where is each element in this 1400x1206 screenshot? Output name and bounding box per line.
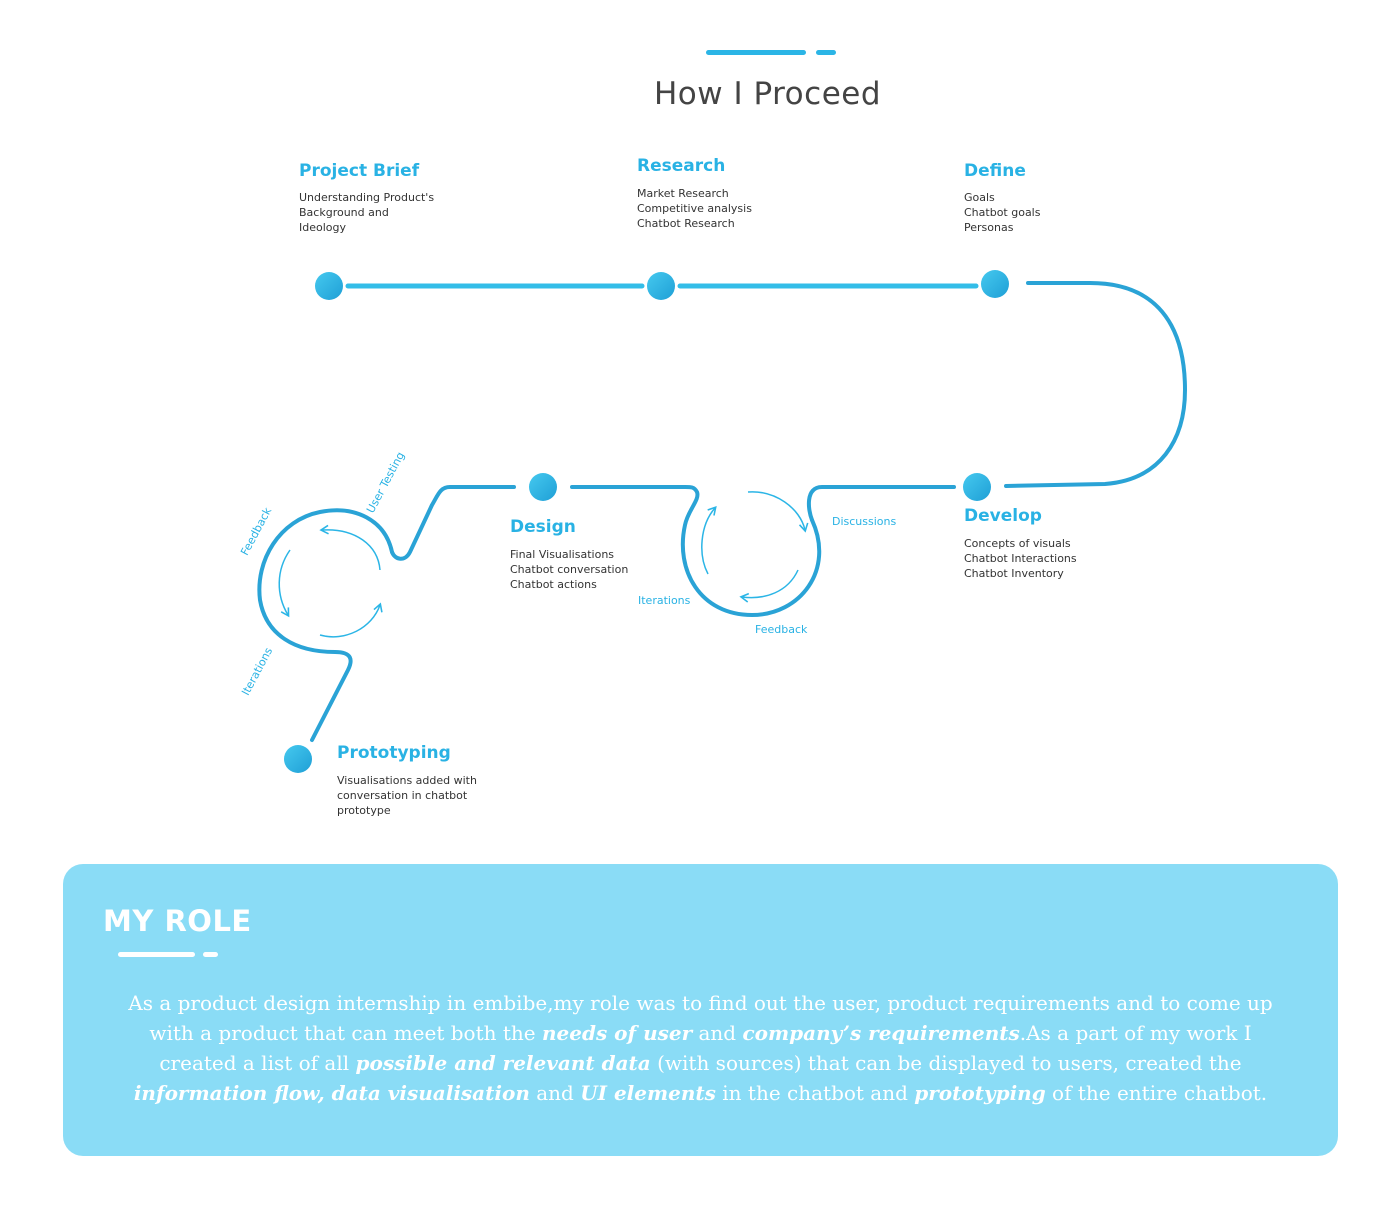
node-develop bbox=[963, 473, 991, 501]
role-text-segment: As a product design internship in embibe… bbox=[128, 991, 1273, 1045]
loop-arrow-right-2 bbox=[739, 569, 799, 603]
role-text-segment: (with sources) that can be displayed to … bbox=[650, 1051, 1242, 1075]
role-emphasis: UI elements bbox=[580, 1081, 716, 1105]
title-accent-bar-long bbox=[706, 50, 806, 55]
step-item: Ideology bbox=[299, 221, 347, 234]
step-items-project-brief: Understanding Product's Background and I… bbox=[299, 190, 434, 235]
role-heading: MY ROLE bbox=[103, 904, 252, 938]
step-title-design: Design bbox=[510, 517, 576, 537]
role-accent-bar-long bbox=[118, 952, 195, 957]
step-item: Visualisations added with bbox=[337, 774, 477, 787]
page-title: How I Proceed bbox=[653, 76, 882, 112]
role-emphasis: information flow, data visualisation bbox=[133, 1081, 530, 1105]
loop-label-iterations-right: Iterations bbox=[638, 594, 691, 607]
step-item: Final Visualisations bbox=[510, 548, 615, 561]
step-title-research: Research bbox=[637, 156, 726, 176]
step-item: Concepts of visuals bbox=[964, 537, 1071, 550]
step-item: Background and bbox=[299, 206, 389, 219]
node-define bbox=[981, 270, 1009, 298]
role-text-segment: in the chatbot and bbox=[715, 1081, 915, 1105]
role-emphasis: company’s requirements bbox=[742, 1021, 1020, 1045]
step-item: Chatbot actions bbox=[510, 578, 597, 591]
title-accent-bar-short bbox=[816, 50, 836, 55]
role-emphasis: possible and relevant data bbox=[355, 1051, 651, 1075]
process-diagram bbox=[257, 270, 1188, 773]
step-item: prototype bbox=[337, 804, 391, 817]
step-item: Personas bbox=[964, 221, 1014, 234]
step-items-define: Goals Chatbot goals Personas bbox=[964, 190, 1040, 235]
loop-arrow-right-3 bbox=[701, 506, 717, 575]
node-research bbox=[647, 272, 675, 300]
step-item: Chatbot Research bbox=[637, 217, 735, 230]
loop-arrow-right-1 bbox=[747, 491, 809, 533]
loop-label-discussions: Discussions bbox=[832, 515, 897, 528]
loop-arrow-left-3 bbox=[319, 602, 383, 638]
step-item: Understanding Product's bbox=[299, 191, 435, 204]
role-text-segment: and bbox=[529, 1081, 581, 1105]
step-item: conversation in chatbot bbox=[337, 789, 468, 802]
step-items-design: Final Visualisations Chatbot conversatio… bbox=[510, 547, 628, 592]
step-item: Chatbot Interactions bbox=[964, 552, 1077, 565]
loop-arrow-left-2 bbox=[278, 549, 291, 618]
role-accent-bar-short bbox=[203, 952, 218, 957]
step-item: Chatbot goals bbox=[964, 206, 1041, 219]
role-text-segment: .As a part of my work I created a list o… bbox=[159, 1021, 1252, 1075]
path-middle-right bbox=[806, 485, 956, 522]
role-text-segment: and bbox=[692, 1021, 743, 1045]
step-title-develop: Develop bbox=[964, 506, 1042, 526]
role-text-segment: of the entire chatbot. bbox=[1045, 1081, 1268, 1105]
node-prototyping bbox=[284, 745, 312, 773]
step-item: Market Research bbox=[637, 187, 729, 200]
step-items-prototyping: Visualisations added with conversation i… bbox=[337, 773, 477, 818]
node-project-brief bbox=[315, 272, 343, 300]
step-item: Chatbot Inventory bbox=[964, 567, 1064, 580]
path-middle-loop bbox=[570, 484, 822, 618]
path-right-curve bbox=[1004, 281, 1188, 488]
loop-arrow-left-1 bbox=[319, 524, 381, 571]
path-left-loop bbox=[257, 508, 394, 742]
step-title-define: Define bbox=[964, 161, 1026, 181]
step-items-develop: Concepts of visuals Chatbot Interactions… bbox=[964, 536, 1077, 581]
step-item: Goals bbox=[964, 191, 995, 204]
loop-label-feedback-right: Feedback bbox=[755, 623, 808, 636]
step-title-project-brief: Project Brief bbox=[299, 161, 420, 181]
step-title-prototyping: Prototyping bbox=[337, 743, 451, 763]
node-design bbox=[529, 473, 557, 501]
path-left-top bbox=[390, 485, 516, 561]
step-item: Chatbot conversation bbox=[510, 563, 629, 576]
step-item: Competitive analysis bbox=[637, 202, 752, 215]
role-emphasis: prototyping bbox=[914, 1081, 1046, 1105]
my-role-card: MY ROLE As a product design internship i… bbox=[63, 864, 1338, 1156]
step-items-research: Market Research Competitive analysis Cha… bbox=[637, 186, 752, 231]
role-emphasis: needs of user bbox=[541, 1021, 693, 1045]
role-description: As a product design internship in embibe… bbox=[123, 988, 1278, 1108]
